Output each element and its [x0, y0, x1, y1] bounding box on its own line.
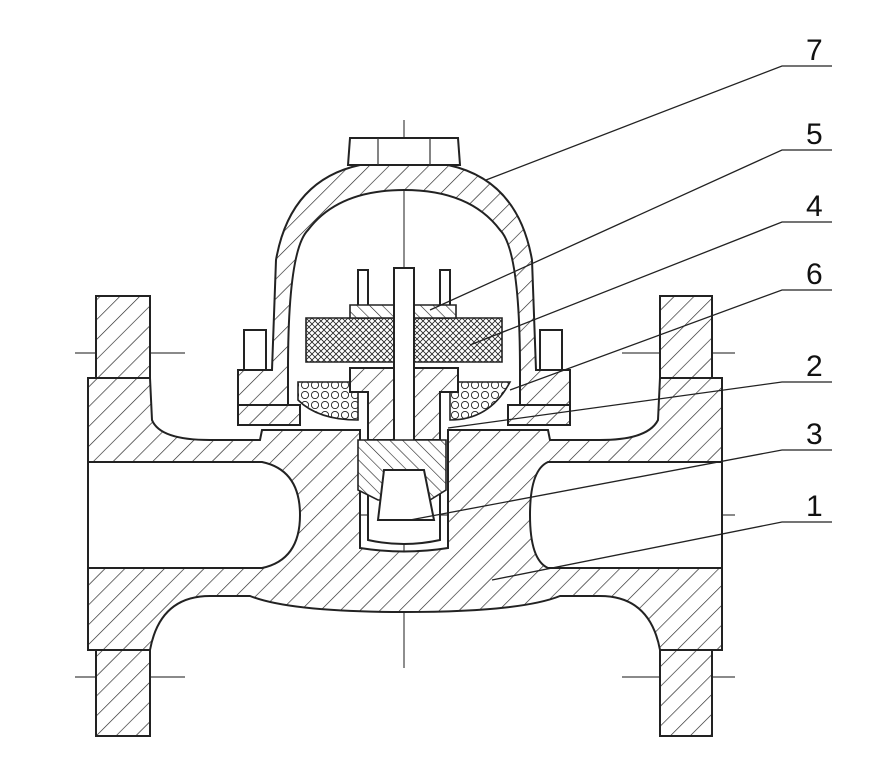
leader-7	[485, 65, 832, 181]
leader-3	[409, 449, 832, 521]
thermal-capsule	[297, 381, 359, 421]
leader-5	[429, 149, 832, 311]
callout-label-6: 6	[806, 258, 823, 291]
right-cover-bolt	[539, 329, 563, 371]
left-flange-bottom	[95, 649, 151, 737]
left-cover-bolt	[243, 329, 267, 371]
callout-label-7: 7	[806, 34, 823, 67]
callout-label-3: 3	[806, 418, 823, 451]
cover-base-ring	[237, 404, 301, 426]
callout-label-1: 1	[806, 490, 823, 523]
valve-plug	[376, 469, 436, 521]
valve-body	[87, 377, 723, 651]
left-bore	[87, 461, 302, 569]
callout-label-4: 4	[806, 190, 823, 223]
cover-nut	[346, 137, 462, 166]
leader-6	[509, 289, 832, 391]
callout-label-2: 2	[806, 350, 823, 383]
callout-label-5: 5	[806, 118, 823, 151]
leader-4	[469, 221, 832, 346]
right-flange-top	[659, 295, 713, 379]
right-flange-bottom	[659, 649, 713, 737]
left-flange-top	[95, 295, 151, 379]
leader-2	[447, 381, 832, 429]
right-bore	[528, 461, 723, 569]
leader-1	[491, 521, 832, 581]
